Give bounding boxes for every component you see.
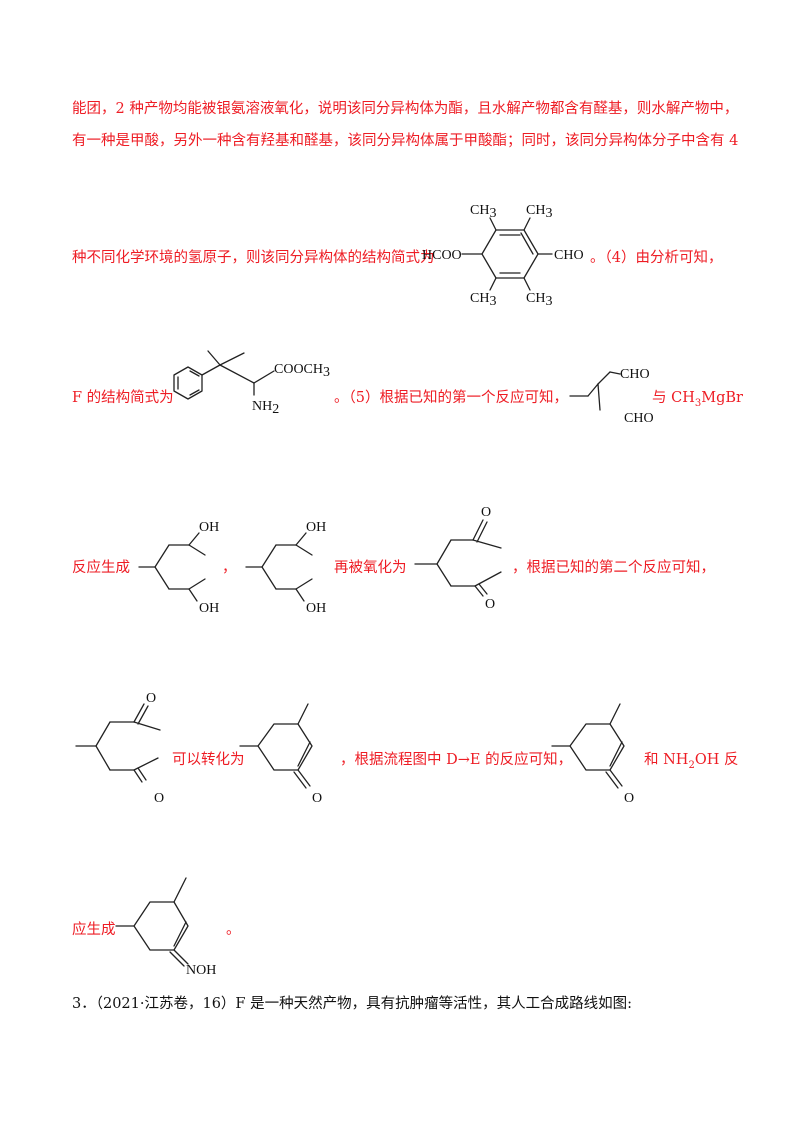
o-label-3: O: [146, 691, 156, 706]
answer-text-line-6-end: 和 NH2OH 反: [644, 752, 739, 771]
hcoo-label: HCOO: [422, 248, 462, 263]
answer-text-line-6-mid: 可以转化为: [172, 752, 245, 768]
question-3-text: 3．（2021·江苏卷，16）F 是一种天然产物，具有抗肿瘤等活性，其人工合成路…: [72, 996, 632, 1012]
answer-text-line-5-pre: 反应生成: [72, 560, 130, 576]
formate-ester-structure: HCOO CH3 CH3 CH3 CH3 CHO: [422, 203, 584, 309]
answer-text-line-5-comma: ，: [222, 560, 237, 576]
dialdehyde-structure: CHO CHO: [569, 367, 654, 426]
ch3-label-2: CH3: [526, 203, 552, 221]
cho-label-top: CHO: [620, 367, 650, 382]
o-label-2: O: [485, 597, 495, 612]
answer-text-line-4-mid: 。（5）根据已知的第一个反应可知，: [334, 390, 568, 406]
noh-label: NOH: [186, 963, 216, 978]
answer-text-line-5-post: ，根据已知的第二个反应可知，: [512, 560, 715, 576]
cyclohexenone-structure-1: O: [239, 703, 322, 806]
o-label-4: O: [154, 791, 164, 806]
oh-label-4: OH: [306, 601, 326, 616]
cho-label: CHO: [554, 248, 584, 263]
o-label-5: O: [312, 791, 322, 806]
answer-text-line-2: 有一种是甲酸，另外一种含有羟基和醛基，该同分异构体属于甲酸酯；同时，该同分异构体…: [72, 133, 739, 149]
answer-text-line-7-pre: 应生成: [72, 922, 116, 938]
answer-text-line-6-post: ，根据流程图中 D→E 的反应可知，: [340, 752, 573, 768]
diol-structure-2: OH OH: [245, 520, 326, 616]
answer-text-line-7-post: 。: [226, 922, 241, 938]
cyclohexenone-structure-2: O: [551, 703, 634, 806]
oh-label-2: OH: [199, 601, 219, 616]
nh2-label: NH2: [252, 399, 279, 417]
oh-label-3: OH: [306, 520, 326, 535]
oxime-structure: NOH: [115, 877, 216, 978]
o-label-1: O: [481, 505, 491, 520]
answer-text-line-4-post: 与 CH3MgBr: [652, 390, 743, 409]
oh-label-1: OH: [199, 520, 219, 535]
diol-structure-1: OH OH: [138, 520, 219, 616]
diketone-structure-1: O O: [414, 505, 502, 612]
answer-text-line-4-pre: F 的结构简式为: [72, 390, 174, 406]
ch3-label-4: CH3: [526, 291, 552, 309]
ch3-label-3: CH3: [470, 291, 496, 309]
cho-label-bottom: CHO: [624, 411, 654, 426]
compound-f-structure: COOCH3 NH2: [173, 350, 330, 417]
diketone-structure-2: O O: [75, 691, 164, 806]
answer-text-line-3-pre: 种不同化学环境的氢原子，则该同分异构体的结构简式为: [72, 250, 435, 266]
answer-text-line-3-post: 。（4）由分析可知，: [590, 250, 723, 266]
ch3-label-1: CH3: [470, 203, 496, 221]
o-label-6: O: [624, 791, 634, 806]
cooch3-label: COOCH3: [274, 362, 330, 380]
answer-text-line-1: 能团，2 种产物均能被银氨溶液氧化，说明该同分异构体为酯，且水解产物都含有醛基，…: [72, 101, 739, 117]
answer-text-line-5-mid: 再被氧化为: [334, 560, 407, 576]
